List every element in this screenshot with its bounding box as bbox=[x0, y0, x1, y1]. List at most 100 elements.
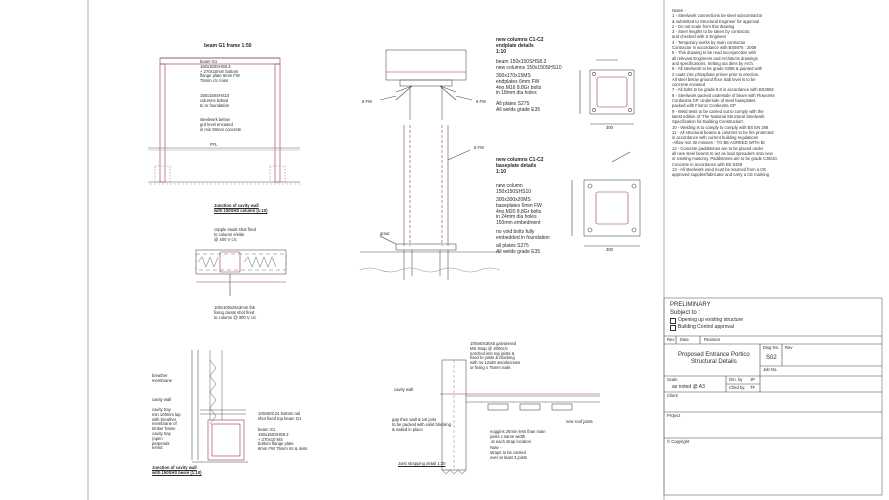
note-line: 10 - Welding is to comply to comply with… bbox=[672, 124, 769, 130]
checkbox-icon bbox=[670, 318, 676, 324]
new-roof-joists-label: new roof joists bbox=[566, 419, 593, 424]
project-label: Project bbox=[667, 413, 681, 418]
note-line: 1 - Steelwork connections be steel subco… bbox=[672, 13, 763, 19]
subject-item-label: Building Control approval bbox=[678, 324, 734, 331]
drawn-by-value: JP bbox=[750, 377, 755, 382]
note-line: 5 - This drawing to be read inconjunctio… bbox=[672, 50, 756, 56]
baseplate-fw: 6 FW bbox=[474, 145, 485, 150]
project-title: Proposed Entrance Portico Structural Det… bbox=[678, 352, 750, 365]
dwg-no-value: S02 bbox=[766, 355, 777, 361]
subject-item: Building Control approval bbox=[670, 324, 734, 331]
endplate-columns-spec: beam 150x150SHS8.3 new columns 150x150SH… bbox=[496, 59, 562, 71]
beam-g1-section-note: beam G1 150x150SHS8.3 + 270x10 MS bottom… bbox=[258, 427, 308, 452]
revision-header: Revision bbox=[704, 337, 721, 342]
subject-item-label: Opening up existing structure bbox=[678, 317, 744, 324]
checked-by-value: TF bbox=[750, 385, 756, 390]
note-line: 7 - All bolts to be grade 8.8 in accorda… bbox=[672, 87, 774, 93]
drawn-by-label: Drn. by bbox=[729, 377, 743, 382]
notes-heading: Notes - bbox=[672, 8, 686, 13]
endplate-dim: 300 bbox=[606, 125, 613, 130]
note-line: Specification for Building Construction'… bbox=[672, 119, 745, 125]
checked-by-label: Chkd by. bbox=[729, 385, 746, 390]
baseplate-voids-note: no void bolts fully embedded in foundati… bbox=[496, 229, 550, 241]
fixing-cleats-note: 100x100x25x3mm thk fixing cleats shot fi… bbox=[214, 305, 257, 320]
note-line: Conbextra GP. Underside of steel basepla… bbox=[672, 98, 756, 104]
rev-header: Rev bbox=[667, 337, 675, 342]
junction-beam-title: Junction of cavity wall with 150SHS beam… bbox=[152, 465, 202, 475]
baseplate-column-spec: new column 150x150SHS10 bbox=[496, 183, 532, 195]
note-line: all relevant Engineers and Architects dr… bbox=[672, 55, 758, 61]
note-line: & submitted to Structural Engineer for a… bbox=[672, 18, 760, 24]
junction-beam-section bbox=[191, 350, 248, 463]
note-line: 2 - Do not scale from this drawing bbox=[672, 23, 735, 29]
note-line: Concrete in accordance with BS 5328 bbox=[672, 161, 743, 167]
checkbox-icon bbox=[670, 325, 676, 331]
note-line: concrete encased bbox=[672, 82, 706, 88]
preliminary-label: PRELIMINARY bbox=[670, 302, 711, 308]
joist-cavity-wall-label: cavity wall bbox=[394, 387, 414, 392]
joist-strapping-title: Joist strapping detail 1:20 bbox=[398, 461, 446, 466]
note-line: latest edition of 'The National Structur… bbox=[672, 113, 765, 119]
cavity-wall-label: cavity wall bbox=[152, 397, 172, 402]
note-line: 3 - Steel lengths to be taken by contrac… bbox=[672, 29, 751, 35]
ffl-label: FFL bbox=[210, 142, 218, 147]
endplate-title: new columns C1-C2 endplate details 1:10 bbox=[496, 37, 544, 55]
note-line: and checked with S Engineer bbox=[672, 34, 727, 40]
cavity-tray-open-note: cavity tray (open perpends e/end bbox=[152, 431, 171, 451]
note-line: Contractor in accordance with BS5975 : 2… bbox=[672, 45, 757, 51]
rev-label: Rev bbox=[785, 345, 793, 350]
client-label: Client bbox=[667, 393, 678, 398]
endplate-plates-spec: 300x170x15MS endplates 6mm FW 4no.M16 8.… bbox=[496, 73, 542, 97]
bottom-rail-note: 100x50C24 bottom rail shot fixed top bea… bbox=[258, 411, 302, 421]
strap-carry-note: Note - straps to be carried over at leas… bbox=[490, 445, 528, 460]
date-header: Date bbox=[680, 337, 689, 342]
noggins-note: noggins 25mm less than main joists x sam… bbox=[490, 429, 546, 444]
note-line: 2 coats zinc phosphate primer prior to e… bbox=[672, 71, 760, 77]
beam-spec-label: beam G1 150x150SHS8.3 + 270x10mm bottom … bbox=[200, 59, 240, 84]
column-elevation bbox=[359, 125, 501, 280]
endplate-fw-left: 6 FW bbox=[362, 99, 373, 104]
baseplate-plan bbox=[571, 151, 641, 247]
note-line: or existing masonry. Paddstones are to b… bbox=[672, 156, 778, 162]
note-line: packed with Fosroc Conbextra GP bbox=[672, 103, 736, 109]
note-line: All steel below ground floor slab level … bbox=[672, 76, 756, 82]
beam-frame-elevation bbox=[148, 57, 300, 185]
note-line: and specifications. Setting out dims by … bbox=[672, 60, 754, 66]
steelwork-note: steelwork below grd level encased in min… bbox=[200, 117, 242, 132]
note-line: approved supplier/fabricator and carry a… bbox=[672, 172, 770, 178]
cavity-tray-note: cavity tray min 100mm lap with breather … bbox=[152, 407, 181, 432]
note-line: 4 - Temporary works by main contractor bbox=[672, 39, 746, 45]
note-line: in accordance with current building regu… bbox=[672, 135, 759, 141]
note-line: 9 - Weld tests to be carried out to comp… bbox=[672, 108, 764, 114]
baseplate-grades: all plates S275 All welds grade E35 bbox=[496, 243, 541, 255]
endplate-grades: All plates S275 All welds grade E35 bbox=[496, 101, 541, 113]
subject-to-label: Subject to : bbox=[670, 310, 701, 316]
note-line: 8 - Steelwork packed underside of beam w… bbox=[672, 92, 775, 98]
note-line: 11 - All structural beams & columns to b… bbox=[672, 129, 774, 135]
endplate-elevation bbox=[379, 49, 473, 120]
gap-note: gap then wall & 1st joist to be packed w… bbox=[392, 417, 451, 432]
baseplate-plate-spec: 300x300x20MS baseplates 6mm FW 4no.M20 8… bbox=[496, 197, 542, 226]
scale-value: as noted @ A3 bbox=[672, 384, 705, 390]
note-line: 6 - All steelwork to be grade S355 & pai… bbox=[672, 66, 763, 72]
breather-membrane-label: breather membrane bbox=[152, 373, 173, 383]
cripple-studs-note: cripple studs shot fired to column e/sid… bbox=[214, 227, 256, 242]
grout-label: grout bbox=[380, 231, 390, 236]
baseplate-dim: 300 bbox=[606, 247, 613, 252]
note-line: 13 - All steelwork used must be sourced … bbox=[672, 166, 767, 172]
note-line: -Allow min 30 minutes - TO BE AGREED WIT… bbox=[672, 140, 765, 146]
endplate-fw-right: 6 FW bbox=[476, 99, 487, 104]
subject-item: Opening up existing structure bbox=[670, 317, 744, 324]
endplate-plan bbox=[579, 59, 635, 125]
note-line: all new steel beams to act as load sprea… bbox=[672, 151, 773, 157]
baseplate-title: new columns C1-C2 baseplate details 1:10 bbox=[496, 157, 544, 175]
scale-label: Scale bbox=[667, 377, 678, 382]
dwg-no-label: Dwg No. bbox=[763, 345, 780, 350]
junction-column-plan bbox=[195, 249, 287, 296]
junction-column-title: Junction of cavity wall with 150SHS colu… bbox=[214, 203, 268, 213]
joist-strapping-section bbox=[440, 359, 600, 475]
strap-note: 100x60x30x5 galvanised MS strap @ 2000c/… bbox=[470, 341, 521, 371]
column-spec-label: 150x150SHS10 columns bolted to re founda… bbox=[200, 93, 230, 108]
